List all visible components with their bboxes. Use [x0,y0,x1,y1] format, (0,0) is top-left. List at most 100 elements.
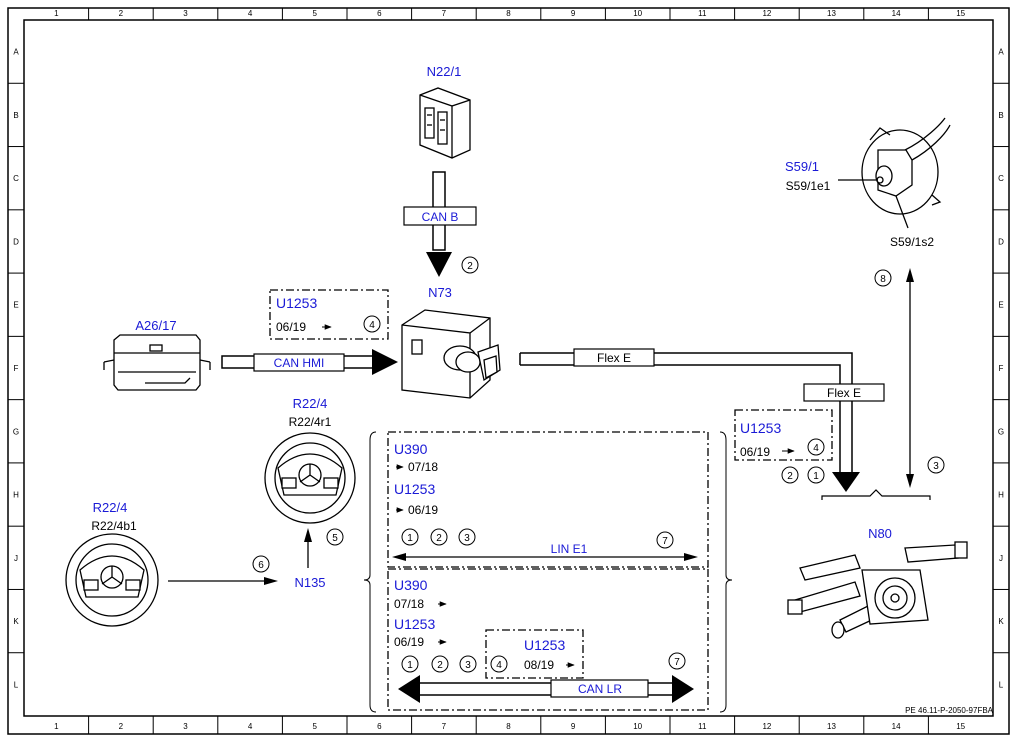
lin-e1-group [363,431,733,713]
col-label-top-2: 2 [119,9,124,18]
row-label-left-F: F [14,364,19,373]
lr-code-1: U390 [394,577,428,593]
col-label-bottom-7: 7 [442,722,447,731]
col-label-top-4: 4 [248,9,253,18]
can-lr-label: CAN LR [578,682,622,696]
row-label-left-L: L [14,680,19,689]
flex-e-label-1: Flex E [597,351,631,365]
lin-e1-label: LIN E1 [551,542,588,556]
steering-wheel-upper-icon [264,432,356,524]
lr-date-1: 07/18 [394,597,424,611]
callout-3-n80: 3 [933,461,939,472]
flex-code: U1253 [740,420,781,436]
callout-5: 5 [332,533,338,544]
callout-8: 8 [880,274,886,285]
col-label-top-3: 3 [183,9,188,18]
n135-label: N135 [294,575,325,590]
flex-e-label-2: Flex E [827,386,861,400]
callout-2-canb-circle [461,256,479,274]
s59-1-label: S59/1 [785,159,819,174]
row-label-left-J: J [14,554,18,563]
n73-label: N73 [428,285,452,300]
col-label-bottom-2: 2 [119,722,124,731]
row-label-left-G: G [13,427,19,436]
can-lr-group [387,568,709,711]
col-label-top-7: 7 [442,9,447,18]
left-wheel-to-n135-arrow [168,555,278,585]
callout-4-flex: 4 [813,443,819,454]
callout-3-lr: 3 [465,660,471,671]
callout-7-lr: 7 [674,657,680,668]
callout-7-lin: 7 [662,536,668,547]
row-label-left-C: C [13,174,19,183]
callout-2-lr: 2 [437,660,443,671]
callout-2-lin: 2 [436,533,442,544]
col-label-bottom-4: 4 [248,722,253,731]
row-label-right-B: B [998,111,1003,120]
row-label-right-F: F [999,364,1004,373]
col-label-top-9: 9 [571,9,576,18]
col-label-bottom-3: 3 [183,722,188,731]
row-label-left-H: H [13,491,19,500]
n73-ignition-switch-icon [401,309,501,399]
row-label-right-J: J [999,554,1003,563]
n80-label: N80 [868,526,892,541]
row-label-right-A: A [998,48,1004,57]
col-label-bottom-9: 9 [571,722,576,731]
col-label-top-12: 12 [762,9,771,18]
r22-4r1-label: R22/4r1 [289,415,332,429]
col-label-bottom-13: 13 [827,722,836,731]
col-label-bottom-15: 15 [956,722,965,731]
lr-date-2: 06/19 [394,635,424,649]
lr-date-3: 08/19 [524,658,554,672]
row-label-right-G: G [998,427,1004,436]
lr-code-2: U1253 [394,616,435,632]
lin-code-2: U1253 [394,481,435,497]
col-label-top-1: 1 [54,9,59,18]
callout-1-lin: 1 [407,533,413,544]
callout-6: 6 [258,560,264,571]
can-b-connection [403,171,477,277]
can-hmi-connection [221,349,398,375]
col-label-bottom-8: 8 [506,722,511,731]
row-label-left-A: A [13,48,19,57]
callout-1-lr: 1 [407,660,413,671]
row-label-right-L: L [999,680,1004,689]
n80-steering-column-module-icon [787,541,968,639]
row-label-right-E: E [998,301,1003,310]
n22-1-module-icon [419,87,471,159]
col-label-top-11: 11 [698,9,707,18]
col-label-bottom-12: 12 [762,722,771,731]
r22-4-upper-label: R22/4 [293,396,328,411]
col-label-top-15: 15 [956,9,965,18]
row-label-left-D: D [13,237,19,246]
n22-1-label: N22/1 [427,64,462,79]
lr-code-3: U1253 [524,637,565,653]
col-label-top-10: 10 [633,9,642,18]
flex-date: 06/19 [740,445,770,459]
hmi-code-box [269,289,389,340]
row-label-right-K: K [998,617,1004,626]
row-label-right-D: D [998,237,1004,246]
row-label-right-C: C [998,174,1004,183]
drawing-frame [7,7,1010,735]
document-id: PE 46.11-P-2050-97FBA [905,706,994,715]
lin-code-1: U390 [394,441,428,457]
col-label-top-14: 14 [892,9,901,18]
callout-2-canb: 2 [467,261,473,272]
row-label-right-H: H [998,491,1004,500]
flex-code-box [734,409,833,484]
col-label-bottom-11: 11 [698,722,707,731]
col-label-bottom-10: 10 [633,722,642,731]
col-label-top-6: 6 [377,9,382,18]
col-label-top-13: 13 [827,9,836,18]
r22-4b1-label: R22/4b1 [91,519,137,533]
flex-e-connection [519,348,885,492]
lin-date-1: 07/18 [408,460,438,474]
a26-17-label: A26/17 [135,318,176,333]
col-label-bottom-5: 5 [312,722,317,731]
s59-1s2-label: S59/1s2 [890,235,934,249]
steering-wheel-left-icon [65,533,159,627]
row-label-left-E: E [13,301,18,310]
